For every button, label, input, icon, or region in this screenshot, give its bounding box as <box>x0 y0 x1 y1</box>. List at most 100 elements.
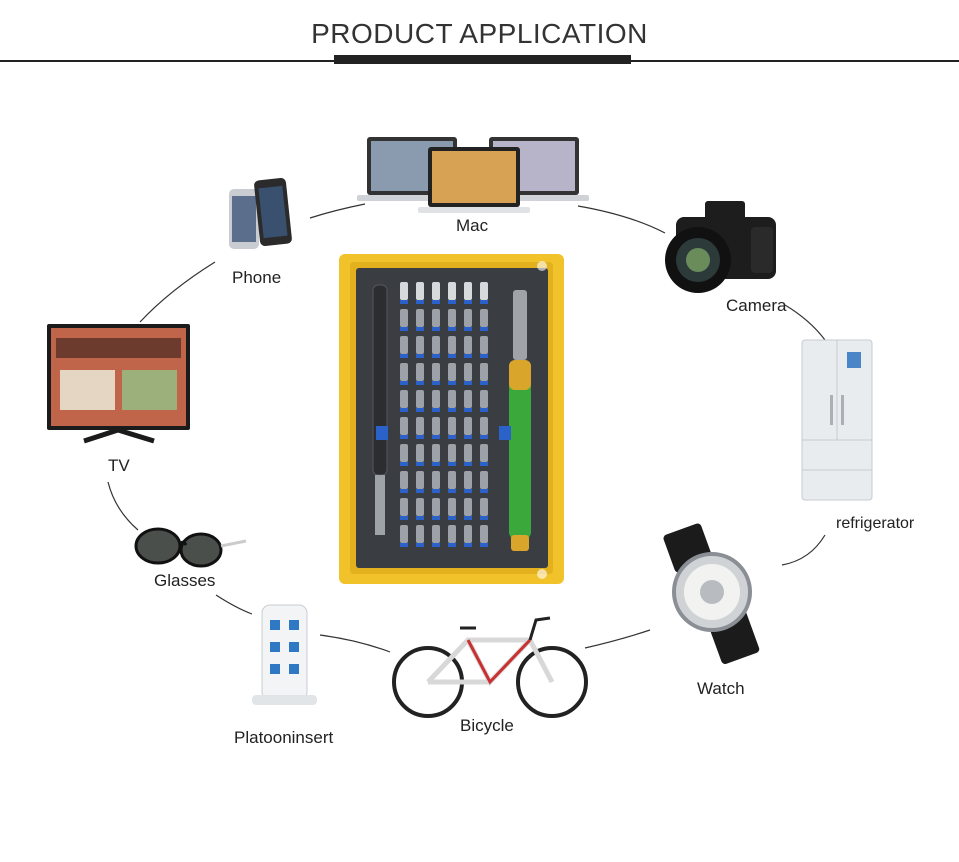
tool-bit <box>448 390 456 408</box>
bit-holder <box>464 354 472 358</box>
tool-bit <box>400 282 408 300</box>
tool-bit <box>464 336 472 354</box>
tool-bit <box>432 309 440 327</box>
label-camera: Camera <box>726 296 787 315</box>
tool-bit <box>416 417 424 435</box>
bit-holder <box>416 489 424 493</box>
label-watch: Watch <box>697 679 745 698</box>
bit-holder <box>448 300 456 304</box>
bit-holder <box>480 489 488 493</box>
tool-bit <box>400 417 408 435</box>
phone-icon <box>229 178 292 249</box>
tool-bit <box>448 498 456 516</box>
refrigerator-icon <box>801 339 873 501</box>
label-platooninsert: Platooninsert <box>234 728 334 747</box>
bit-holder <box>480 354 488 358</box>
label-bicycle: Bicycle <box>460 716 514 735</box>
tool-bit <box>464 444 472 462</box>
tool-bit <box>416 282 424 300</box>
tool-bit <box>416 363 424 381</box>
bit-holder <box>416 435 424 439</box>
bit-holder <box>480 516 488 520</box>
tool-bit <box>432 363 440 381</box>
tool-bit <box>464 471 472 489</box>
bit-holder <box>448 435 456 439</box>
bit-holder <box>432 327 440 331</box>
tool-bit <box>400 309 408 327</box>
tool-bit <box>416 471 424 489</box>
tv-icon <box>47 324 190 444</box>
bit-holder <box>480 462 488 466</box>
bit-holder <box>416 327 424 331</box>
bit-holder <box>400 381 408 385</box>
tool-bit <box>480 498 488 516</box>
bit-holder <box>432 489 440 493</box>
tool-bit <box>400 444 408 462</box>
laptop-icon <box>357 137 589 213</box>
tool-bit <box>400 336 408 354</box>
bit-holder <box>448 354 456 358</box>
tool-bit <box>400 390 408 408</box>
tool-bit <box>448 525 456 543</box>
bit-holder <box>400 462 408 466</box>
bit-holder <box>400 327 408 331</box>
label-mac: Mac <box>456 216 489 235</box>
tool-bit <box>480 390 488 408</box>
tool-bit <box>448 309 456 327</box>
tool-bit <box>400 525 408 543</box>
tool-bit <box>480 309 488 327</box>
bit-holder <box>432 435 440 439</box>
bit-holder <box>400 435 408 439</box>
tool-bit <box>448 282 456 300</box>
bit-holder <box>480 543 488 547</box>
bit-holder <box>448 489 456 493</box>
bit-holder <box>464 462 472 466</box>
tool-bit <box>400 471 408 489</box>
tool-bit <box>464 525 472 543</box>
toolkit-case <box>339 254 564 584</box>
bit-holder <box>480 327 488 331</box>
tool-bit <box>480 282 488 300</box>
tool-bit <box>464 282 472 300</box>
bit-holder <box>464 381 472 385</box>
bit-holder <box>480 300 488 304</box>
bit-holder <box>432 408 440 412</box>
bit-holder <box>480 381 488 385</box>
watch-icon <box>663 523 760 665</box>
bit-grid <box>400 282 488 547</box>
label-tv: TV <box>108 456 130 475</box>
bit-holder <box>400 489 408 493</box>
bit-holder <box>464 543 472 547</box>
title-underline <box>334 55 631 64</box>
bit-holder <box>432 300 440 304</box>
glasses-icon <box>134 527 247 568</box>
tool-bit <box>448 471 456 489</box>
tool-bit <box>432 336 440 354</box>
bit-holder <box>400 354 408 358</box>
tool-bit <box>464 498 472 516</box>
tool-bit <box>432 444 440 462</box>
bit-holder <box>400 408 408 412</box>
tool-bit <box>432 282 440 300</box>
bit-holder <box>480 435 488 439</box>
bit-holder <box>416 462 424 466</box>
tool-bit <box>432 525 440 543</box>
bit-holder <box>432 462 440 466</box>
tool-bit <box>480 336 488 354</box>
tool-bit <box>464 417 472 435</box>
bit-holder <box>448 327 456 331</box>
tool-bit <box>432 417 440 435</box>
bit-holder <box>432 516 440 520</box>
bicycle-icon <box>392 616 588 718</box>
bit-holder <box>464 435 472 439</box>
bit-holder <box>432 354 440 358</box>
tool-bit <box>448 417 456 435</box>
bit-holder <box>448 408 456 412</box>
label-refrigerator: refrigerator <box>836 515 915 532</box>
tool-bit <box>416 336 424 354</box>
tool-bit <box>400 498 408 516</box>
tool-bit <box>480 363 488 381</box>
tool-bit <box>416 525 424 543</box>
bit-holder <box>416 543 424 547</box>
bit-holder <box>448 381 456 385</box>
